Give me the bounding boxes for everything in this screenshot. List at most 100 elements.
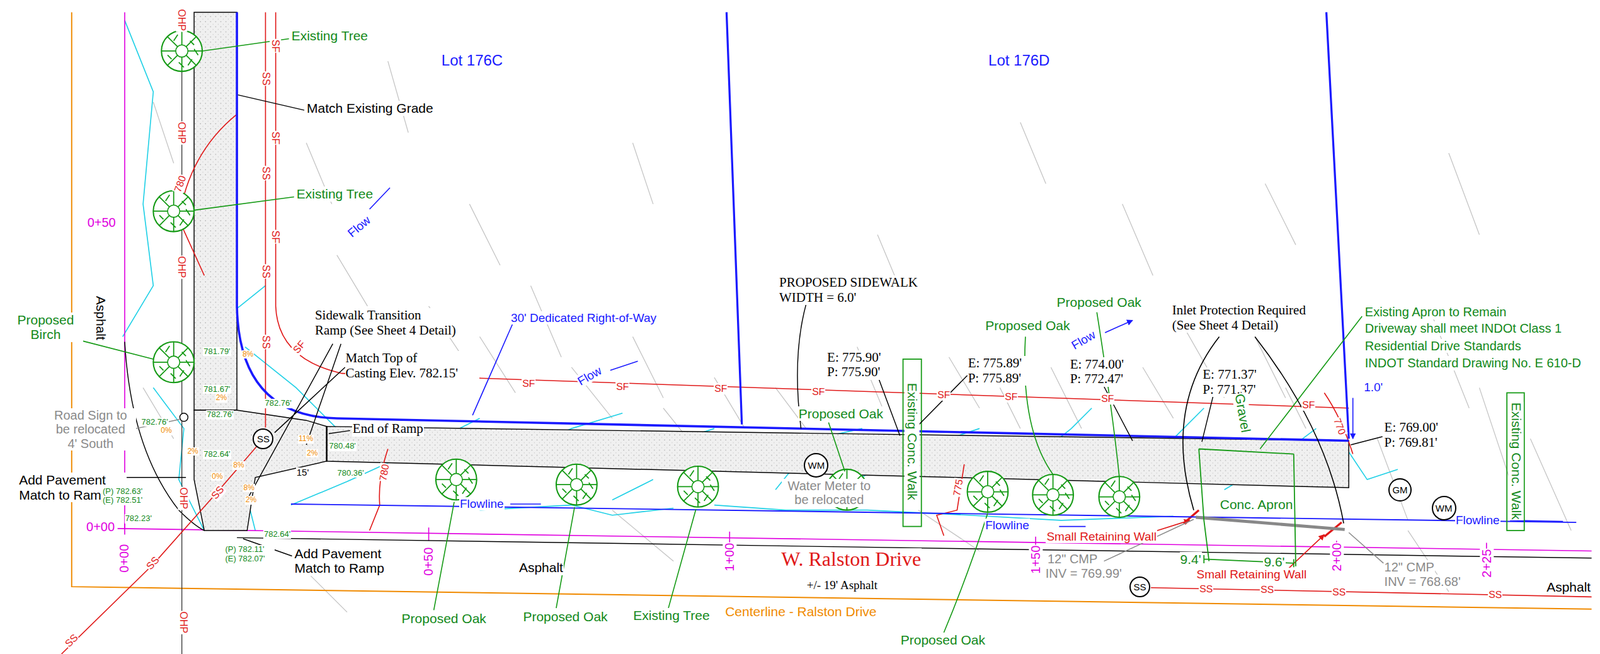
- callout-note: Asphalt: [93, 295, 109, 341]
- utility-line-label: SF: [1301, 399, 1316, 411]
- existing-grade-hatch: [142, 61, 1572, 612]
- utility-line-label: OHP: [175, 255, 188, 280]
- leader-line: [1182, 336, 1344, 523]
- silt-fence-sewer: [61, 11, 1592, 654]
- slope-label: 0%: [160, 426, 172, 435]
- callout-note: E: 775.90' P: 775.90': [826, 350, 891, 380]
- callout-note: Asphalt: [1545, 579, 1592, 595]
- utility-line-label: OHP: [177, 611, 189, 635]
- road-edge: [325, 426, 327, 462]
- plant-leader: [81, 39, 1362, 633]
- dimension-label: 15': [296, 467, 310, 479]
- callout-note: E: 771.37' P: 771.37': [1201, 367, 1267, 397]
- property-boundary: [71, 11, 1592, 609]
- utility-line-label: 780: [171, 173, 189, 195]
- utility-line-label: SF: [521, 377, 537, 390]
- spot-elevation: 782.64': [202, 449, 231, 460]
- plant-leader: [81, 39, 1362, 633]
- spot-elevation: (P) 782.11' (E) 782.07': [224, 544, 275, 564]
- utility-line-label: SF: [713, 382, 728, 395]
- road-edge: [124, 11, 1592, 654]
- tree-symbol: [153, 341, 195, 383]
- cyan-contour: [122, 20, 1398, 531]
- culvert-pipe: [1195, 517, 1345, 530]
- tree-symbol: [1032, 474, 1074, 516]
- utility-line-label: SS: [1198, 582, 1214, 595]
- callout-note: Match Existing Grade: [306, 100, 435, 116]
- station-label: 1+50: [1028, 544, 1043, 574]
- silt-fence-sewer: [275, 11, 1350, 408]
- utility-line-label: SF: [936, 389, 952, 401]
- driveway-note: Residential Drive Standards: [1364, 338, 1522, 353]
- driveway-note: Existing Apron to Remain: [1364, 304, 1508, 319]
- utility-line-label: SS: [259, 166, 271, 181]
- lot-label: Lot 176D: [987, 52, 1051, 70]
- wall-label: Small Retaining Wall: [1196, 567, 1308, 581]
- concrete-walk-outline: [903, 359, 1525, 567]
- utility-line-label: SS: [259, 263, 271, 279]
- spot-elevation: 781.79': [202, 347, 231, 357]
- utility-line-label: SS: [1487, 588, 1503, 601]
- slope-label: 2%: [215, 393, 228, 402]
- utility-symbol: GM: [1388, 478, 1412, 502]
- callout-note: PROPOSED SIDEWALK WIDTH = 6.0': [778, 275, 933, 305]
- callout-note: Add Pavement Match to Ramp: [294, 546, 403, 576]
- slope-label: 2%: [245, 495, 258, 504]
- plant-note: 9.4': [1179, 551, 1202, 567]
- road-edge: [124, 341, 1592, 558]
- street-name: W. Ralston Drive: [780, 548, 922, 571]
- symbol-text: SS: [257, 434, 270, 444]
- tree-symbol: [161, 30, 203, 72]
- callout-note: End of Ramp: [352, 421, 424, 437]
- right-of-way-line: [726, 11, 1349, 439]
- tree-symbol: [153, 190, 195, 232]
- tree-symbol: [967, 471, 1009, 513]
- existing-grade-hatch: [142, 61, 1572, 612]
- property-boundary: [71, 11, 1592, 609]
- tree-symbol: [1098, 476, 1140, 518]
- slope-label: 8%: [243, 483, 256, 492]
- flow-label: Flow: [344, 212, 374, 240]
- right-of-way-line: [1352, 398, 1354, 440]
- symbol-text: GM: [1392, 485, 1408, 495]
- plant-note: Proposed Oak: [401, 611, 487, 627]
- spot-elevation: 780.48': [328, 441, 357, 452]
- centerline-label: Centerline - Ralston Drive: [724, 604, 877, 620]
- utility-line-label: 770: [1331, 416, 1349, 438]
- concrete-walk-outline: [903, 359, 922, 527]
- station-label: 1+00: [722, 542, 737, 572]
- road-width-note: +/- 19' Asphalt: [806, 578, 879, 592]
- callout-note: E: 774.00' P: 772.47': [1069, 357, 1134, 387]
- slope-label: 2%: [306, 449, 319, 458]
- utility-line-label: SF: [615, 381, 630, 393]
- flow-label: Flowline: [459, 497, 505, 511]
- property-boundary: [124, 11, 126, 528]
- concrete-sidewalk: [194, 11, 237, 411]
- symbol-text: SS: [1133, 582, 1146, 592]
- plant-note: Existing Tree: [291, 28, 369, 44]
- utility-line-label: SS: [1331, 585, 1347, 598]
- flow-label: 30' Dedicated Right-of-Way: [510, 311, 658, 325]
- utility-line-label: SF: [270, 229, 282, 244]
- utility-line-label: 775: [951, 478, 966, 498]
- station-label: 0+00: [85, 519, 116, 534]
- plant-note: Conc. Apron: [1219, 497, 1294, 513]
- slope-label: 11%: [297, 434, 314, 443]
- plant-note: Existing Conc. Walk: [904, 382, 920, 501]
- right-of-way-line: [236, 11, 1349, 441]
- relocation-note: INV = 769.99': [1045, 566, 1123, 581]
- utility-line-label: SF: [270, 130, 282, 145]
- flow-label: Flow: [575, 363, 605, 389]
- utility-line-label: SF: [1099, 393, 1115, 405]
- station-label: 0+50: [86, 215, 117, 230]
- plant-note: Proposed Oak: [984, 318, 1071, 334]
- callout-note: Sidewalk Transition Ramp (See Sheet 4 De…: [314, 308, 474, 338]
- spot-elevation: 782.76': [205, 410, 234, 420]
- tree-symbol: [556, 464, 598, 506]
- plant-note: Gravel: [1232, 391, 1254, 435]
- contour-line: [178, 114, 1354, 536]
- concrete-sidewalk: [194, 11, 1349, 531]
- concrete-walk-outline: [1198, 449, 1296, 567]
- spot-elevation: 782.76': [141, 417, 169, 428]
